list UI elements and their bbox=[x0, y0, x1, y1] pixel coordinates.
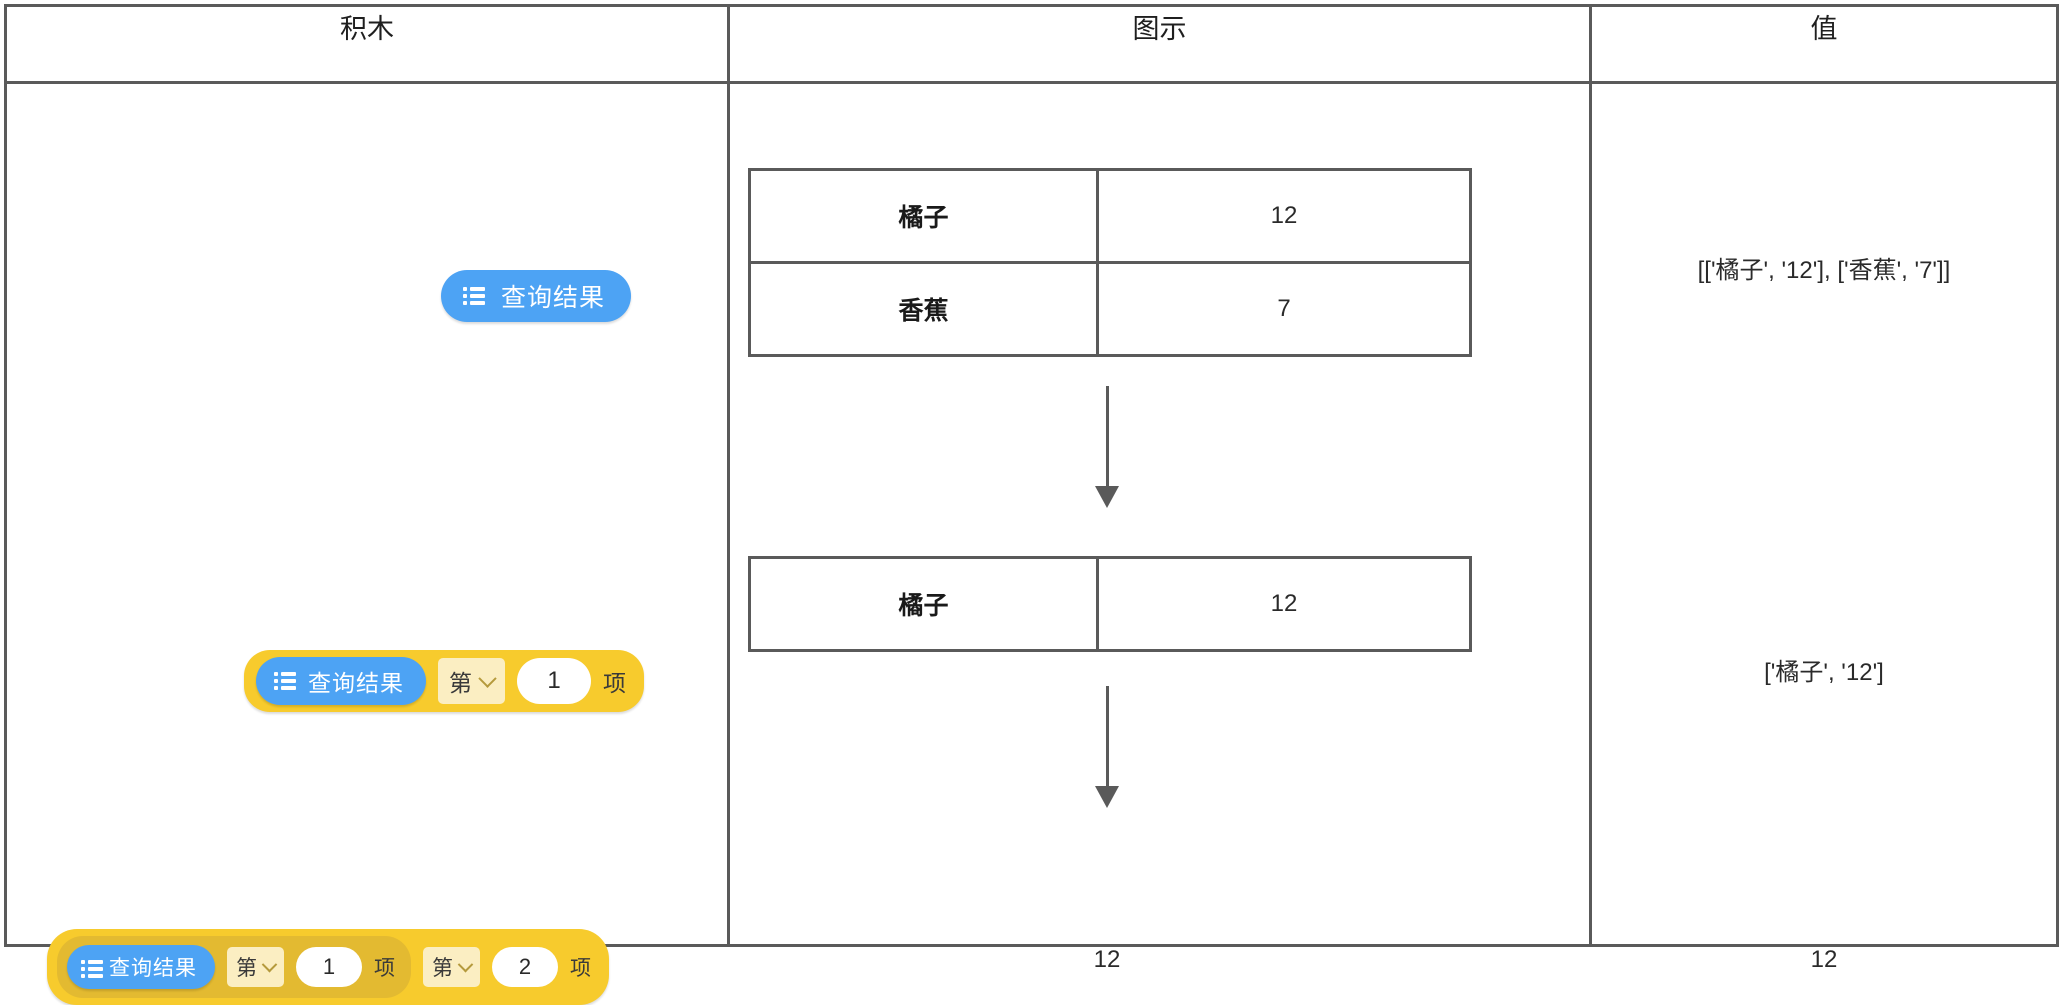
table-row: 橘子 12 bbox=[748, 168, 1472, 264]
dropdown-label: 第 bbox=[449, 670, 472, 696]
index-input-1[interactable]: 1 bbox=[296, 947, 362, 987]
cell-value: 12 bbox=[1096, 556, 1472, 652]
arrow-down-icon-2 bbox=[748, 686, 1466, 808]
block-query-result-body[interactable]: 查询结果 bbox=[441, 270, 632, 322]
cell-value: 7 bbox=[1096, 261, 1472, 357]
chevron-down-icon bbox=[261, 956, 278, 972]
diagram-table-1: 橘子 12 香蕉 7 bbox=[748, 168, 1472, 357]
diagram-scalar-value: 12 bbox=[1093, 946, 1121, 973]
block-item-wrapper[interactable]: 查询结果 第 1 项 bbox=[244, 650, 644, 712]
block-query-result-item-1[interactable]: 查询结果 第 1 项 bbox=[244, 650, 644, 712]
value-row-1: [['橘子', '12'], ['香蕉', '7']] bbox=[1697, 257, 1951, 284]
suffix-label: 项 bbox=[603, 670, 626, 696]
block-label: 查询结果 bbox=[501, 284, 606, 312]
suffix-label-2: 项 bbox=[570, 957, 591, 980]
table-row: 橘子 12 bbox=[748, 556, 1472, 652]
chevron-down-icon bbox=[478, 668, 497, 688]
index-selector-dropdown-2[interactable]: 第 bbox=[423, 947, 480, 987]
table-row: 香蕉 7 bbox=[748, 261, 1472, 357]
index-selector-dropdown[interactable]: 第 bbox=[438, 658, 505, 704]
value-row-3: 12 bbox=[1810, 946, 1838, 973]
block-query-result-item-1-item-2[interactable]: 查询结果 第 1 项 第 2 bbox=[47, 929, 609, 1005]
block-outer-wrapper[interactable]: 查询结果 第 1 项 第 2 bbox=[47, 929, 609, 1005]
index-input-2[interactable]: 2 bbox=[492, 947, 558, 987]
value-row-2: ['橘子', '12'] bbox=[1764, 659, 1884, 686]
list-icon bbox=[274, 672, 296, 690]
dropdown-label: 第 bbox=[432, 957, 453, 980]
suffix-label-1: 项 bbox=[374, 957, 395, 980]
block-label: 查询结果 bbox=[109, 957, 197, 980]
block-query-result-nested[interactable]: 查询结果 bbox=[67, 945, 215, 989]
diagram-table-2: 橘子 12 bbox=[748, 556, 1472, 652]
value-column: [['橘子', '12'], ['香蕉', '7']] ['橘子', '12']… bbox=[1589, 81, 2059, 973]
list-icon bbox=[81, 959, 103, 978]
arrow-down-icon-1 bbox=[748, 386, 1466, 508]
block-query-result-nested[interactable]: 查询结果 bbox=[256, 657, 426, 705]
chevron-down-icon bbox=[457, 956, 474, 972]
cell-key: 橘子 bbox=[748, 168, 1099, 264]
table-body-row: 查询结果 查询结果 第 1 项 bbox=[4, 81, 2059, 1005]
index-selector-dropdown-1[interactable]: 第 bbox=[227, 947, 284, 987]
block-inner-wrapper[interactable]: 查询结果 第 1 项 bbox=[57, 936, 411, 998]
block-label: 查询结果 bbox=[308, 670, 404, 696]
dropdown-label: 第 bbox=[236, 957, 257, 980]
cell-value: 12 bbox=[1096, 168, 1472, 264]
index-input[interactable]: 1 bbox=[517, 658, 591, 704]
cell-key: 香蕉 bbox=[748, 261, 1099, 357]
column-header-diagram: 图示 bbox=[727, 4, 1592, 84]
diagram-column: 橘子 12 香蕉 7 橘子 12 bbox=[727, 81, 1592, 973]
cell-key: 橘子 bbox=[748, 556, 1099, 652]
column-header-blocks: 积木 bbox=[4, 4, 730, 84]
table-header-row: 积木 图示 值 bbox=[4, 4, 2059, 84]
blocks-reference-table: 积木 图示 值 查询结果 bbox=[4, 4, 2059, 1005]
column-header-value: 值 bbox=[1589, 4, 2059, 84]
list-icon bbox=[463, 287, 485, 305]
blocks-column: 查询结果 查询结果 第 1 项 bbox=[4, 81, 730, 1005]
block-query-result[interactable]: 查询结果 bbox=[441, 270, 632, 322]
